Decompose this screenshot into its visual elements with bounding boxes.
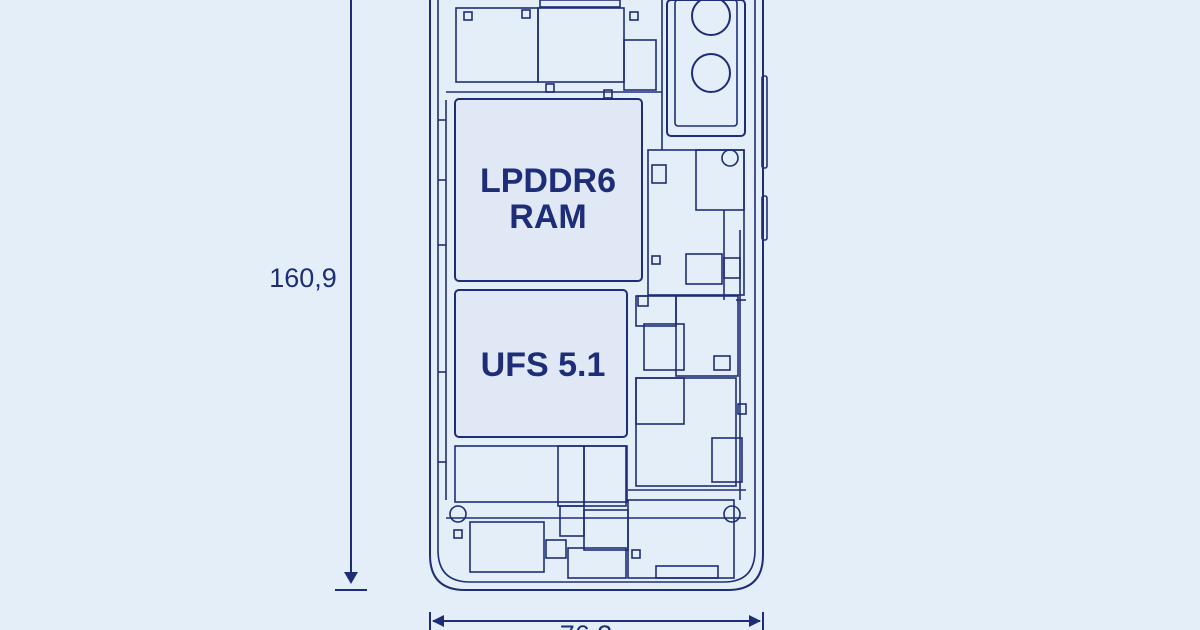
pad	[713, 355, 731, 371]
camera-lens-icon	[691, 0, 731, 36]
component-block	[537, 7, 625, 83]
pad	[651, 255, 661, 265]
component-block	[635, 377, 737, 487]
bottom-board	[446, 445, 746, 579]
power-button	[761, 75, 768, 169]
pad	[545, 539, 567, 559]
component-block	[455, 7, 539, 83]
width-value: 76,3	[560, 620, 613, 630]
phone-inner-frame	[437, 0, 756, 583]
height-arrow-icon	[344, 572, 358, 584]
pad	[463, 11, 473, 21]
component-block	[635, 295, 677, 327]
storage-chip-label: UFS 5.1	[481, 346, 606, 384]
storage-chip: UFS 5.1	[454, 289, 628, 438]
ram-chip-label-line2: RAM	[509, 198, 586, 236]
component-block	[469, 521, 545, 573]
component-block	[711, 437, 743, 483]
pad	[723, 257, 741, 279]
volume-button	[761, 195, 768, 241]
component-block	[635, 377, 685, 425]
phone-body	[429, 0, 768, 591]
top-board	[446, 0, 663, 150]
phone-outer-frame	[429, 0, 764, 591]
screw-icon	[723, 505, 741, 523]
camera-housing	[666, 0, 746, 137]
pad	[629, 11, 639, 21]
right-board	[635, 149, 747, 500]
camera-lens-icon	[691, 53, 731, 93]
component-block	[559, 505, 585, 537]
ram-chip-label-line1: LPDDR6	[480, 162, 616, 200]
screw-icon	[721, 149, 739, 167]
component-block	[695, 149, 745, 211]
height-dimension: 160,9	[269, 0, 367, 591]
width-arrow-left-icon	[432, 615, 444, 627]
component-block	[685, 253, 723, 285]
connector	[655, 565, 719, 579]
width-dimension: 76,3	[429, 612, 764, 630]
pad	[521, 9, 531, 19]
camera-bracket	[674, 0, 738, 127]
camera-module	[666, 0, 746, 137]
pad	[545, 83, 555, 93]
screw-icon	[449, 505, 467, 523]
component-block	[557, 445, 585, 507]
component-block	[567, 547, 627, 579]
component-block	[643, 323, 685, 371]
pad	[637, 295, 649, 307]
component-block	[623, 39, 657, 91]
ram-chip: LPDDR6 RAM	[454, 98, 643, 282]
height-value: 160,9	[269, 263, 337, 293]
component-block	[675, 295, 739, 377]
width-arrow-right-icon	[749, 615, 761, 627]
component-block	[583, 509, 629, 551]
storage-chip-body	[454, 289, 628, 438]
ram-chip-body	[454, 98, 643, 282]
pad	[453, 529, 463, 539]
component-block	[454, 445, 628, 503]
pad	[651, 164, 667, 184]
pad	[631, 549, 641, 559]
component-block	[583, 445, 627, 507]
pad	[737, 403, 747, 415]
connector	[539, 0, 621, 8]
